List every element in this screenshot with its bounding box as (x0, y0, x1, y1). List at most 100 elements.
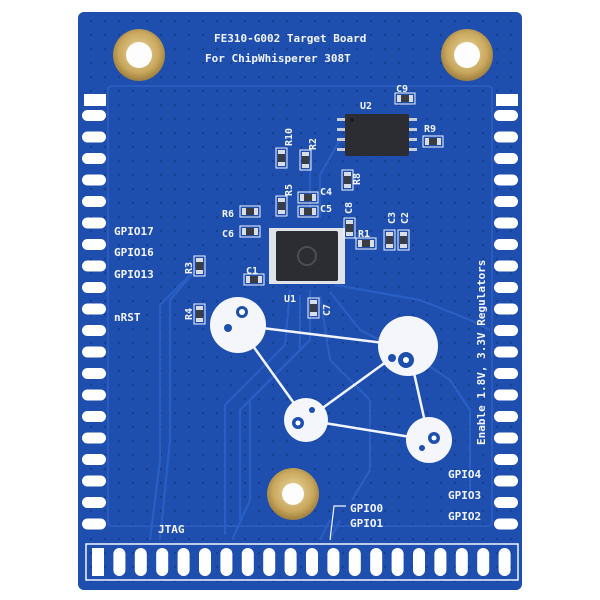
header-pin (455, 548, 468, 576)
ref-u2: U2 (360, 101, 372, 112)
smd-part (394, 92, 416, 105)
right-pad (494, 153, 518, 164)
label-jtag: JTAG (158, 523, 185, 536)
left-pad (82, 389, 106, 401)
ref-r2: R2 (308, 138, 319, 150)
header-pin (199, 548, 211, 576)
ref-r3: R3 (184, 262, 195, 274)
smd-part (275, 195, 288, 217)
smd-part (307, 297, 320, 319)
ref-c6: C6 (222, 229, 234, 240)
left-pad (82, 174, 106, 186)
ref-c1: C1 (246, 266, 258, 277)
header-pin (327, 548, 340, 576)
left-pad (82, 432, 106, 444)
smd-part (275, 147, 288, 169)
right-pad (494, 325, 518, 336)
mounting-hole-bottom (267, 468, 319, 520)
label-gpio3: GPIO3 (448, 489, 481, 502)
right-pad (494, 368, 518, 379)
right-pad (494, 196, 518, 207)
label-regulators: Enable 1.8V, 3.3V Regulators (475, 260, 488, 445)
bottom-header-pins (92, 548, 511, 576)
pin1-marker-left (84, 94, 106, 106)
right-pad (494, 389, 518, 401)
test-point-3 (284, 398, 328, 442)
board-title-line1: FE310-G002 Target Board (214, 32, 366, 45)
ref-r10: R10 (284, 128, 295, 146)
copper-pour (107, 85, 493, 527)
mounting-hole-top-right (441, 29, 493, 81)
smd-part (299, 149, 312, 171)
smd-part (297, 191, 319, 204)
ref-r8: R8 (352, 173, 363, 185)
ref-r6: R6 (222, 209, 234, 220)
ref-c2: C2 (400, 212, 411, 224)
label-gpio13: GPIO13 (114, 268, 154, 281)
left-pad (82, 475, 106, 487)
label-gpio0: GPIO0 (350, 502, 383, 515)
label-gpio17: GPIO17 (114, 225, 154, 238)
smd-part (297, 205, 319, 218)
header-pin (113, 548, 126, 576)
header-pin (370, 548, 383, 576)
test-point-2 (378, 316, 438, 376)
right-pad-column (494, 110, 518, 530)
label-gpio4: GPIO4 (448, 468, 481, 481)
header-pin (284, 548, 297, 576)
smd-part (343, 217, 356, 239)
left-pad (82, 346, 106, 358)
right-pad (494, 432, 518, 444)
label-nrst: nRST (114, 311, 141, 324)
ref-c3: C3 (387, 212, 398, 224)
ref-r4: R4 (184, 308, 195, 320)
mounting-hole-top-left (113, 29, 165, 81)
header-pin (220, 548, 233, 576)
label-gpio2: GPIO2 (448, 510, 481, 523)
left-pad (82, 454, 106, 465)
right-pad (494, 282, 518, 293)
smd-part (355, 237, 377, 250)
smd-part (239, 205, 261, 218)
right-pad (494, 110, 518, 121)
left-pad (82, 110, 106, 121)
header-pin (263, 548, 276, 576)
test-point-4 (406, 417, 452, 463)
ref-c8: C8 (344, 202, 355, 214)
left-pad (82, 325, 106, 336)
label-gpio16: GPIO16 (114, 246, 154, 259)
left-pad (82, 518, 106, 530)
right-pad (494, 454, 518, 465)
left-pad (82, 303, 106, 315)
pin1-marker-right (496, 94, 518, 106)
right-pad (494, 346, 518, 358)
right-pad (494, 497, 518, 508)
header-pin (92, 548, 104, 576)
ref-r9: R9 (424, 124, 436, 135)
header-pin (434, 548, 447, 576)
header-pin (156, 548, 169, 576)
smd-part (422, 135, 444, 148)
ref-r1: R1 (358, 229, 370, 240)
right-pad (494, 260, 518, 272)
gpio-bracket (329, 505, 346, 541)
header-pin (413, 548, 425, 576)
header-pin (306, 548, 318, 576)
header-pin (498, 548, 511, 576)
right-pad (494, 475, 518, 487)
ref-c4: C4 (320, 187, 332, 198)
smd-part (193, 255, 206, 277)
smd-part (397, 229, 410, 251)
ref-u1: U1 (284, 294, 296, 305)
board-title-line2: For ChipWhisperer 308T (205, 52, 351, 65)
left-pad (82, 153, 106, 164)
chip-u1 (269, 228, 345, 284)
left-pad (82, 282, 106, 293)
left-pad (82, 217, 106, 229)
header-pin (134, 548, 147, 576)
chip-u2 (337, 114, 417, 156)
traces (148, 138, 491, 541)
header-pin (177, 548, 190, 576)
passive-components (193, 92, 444, 325)
